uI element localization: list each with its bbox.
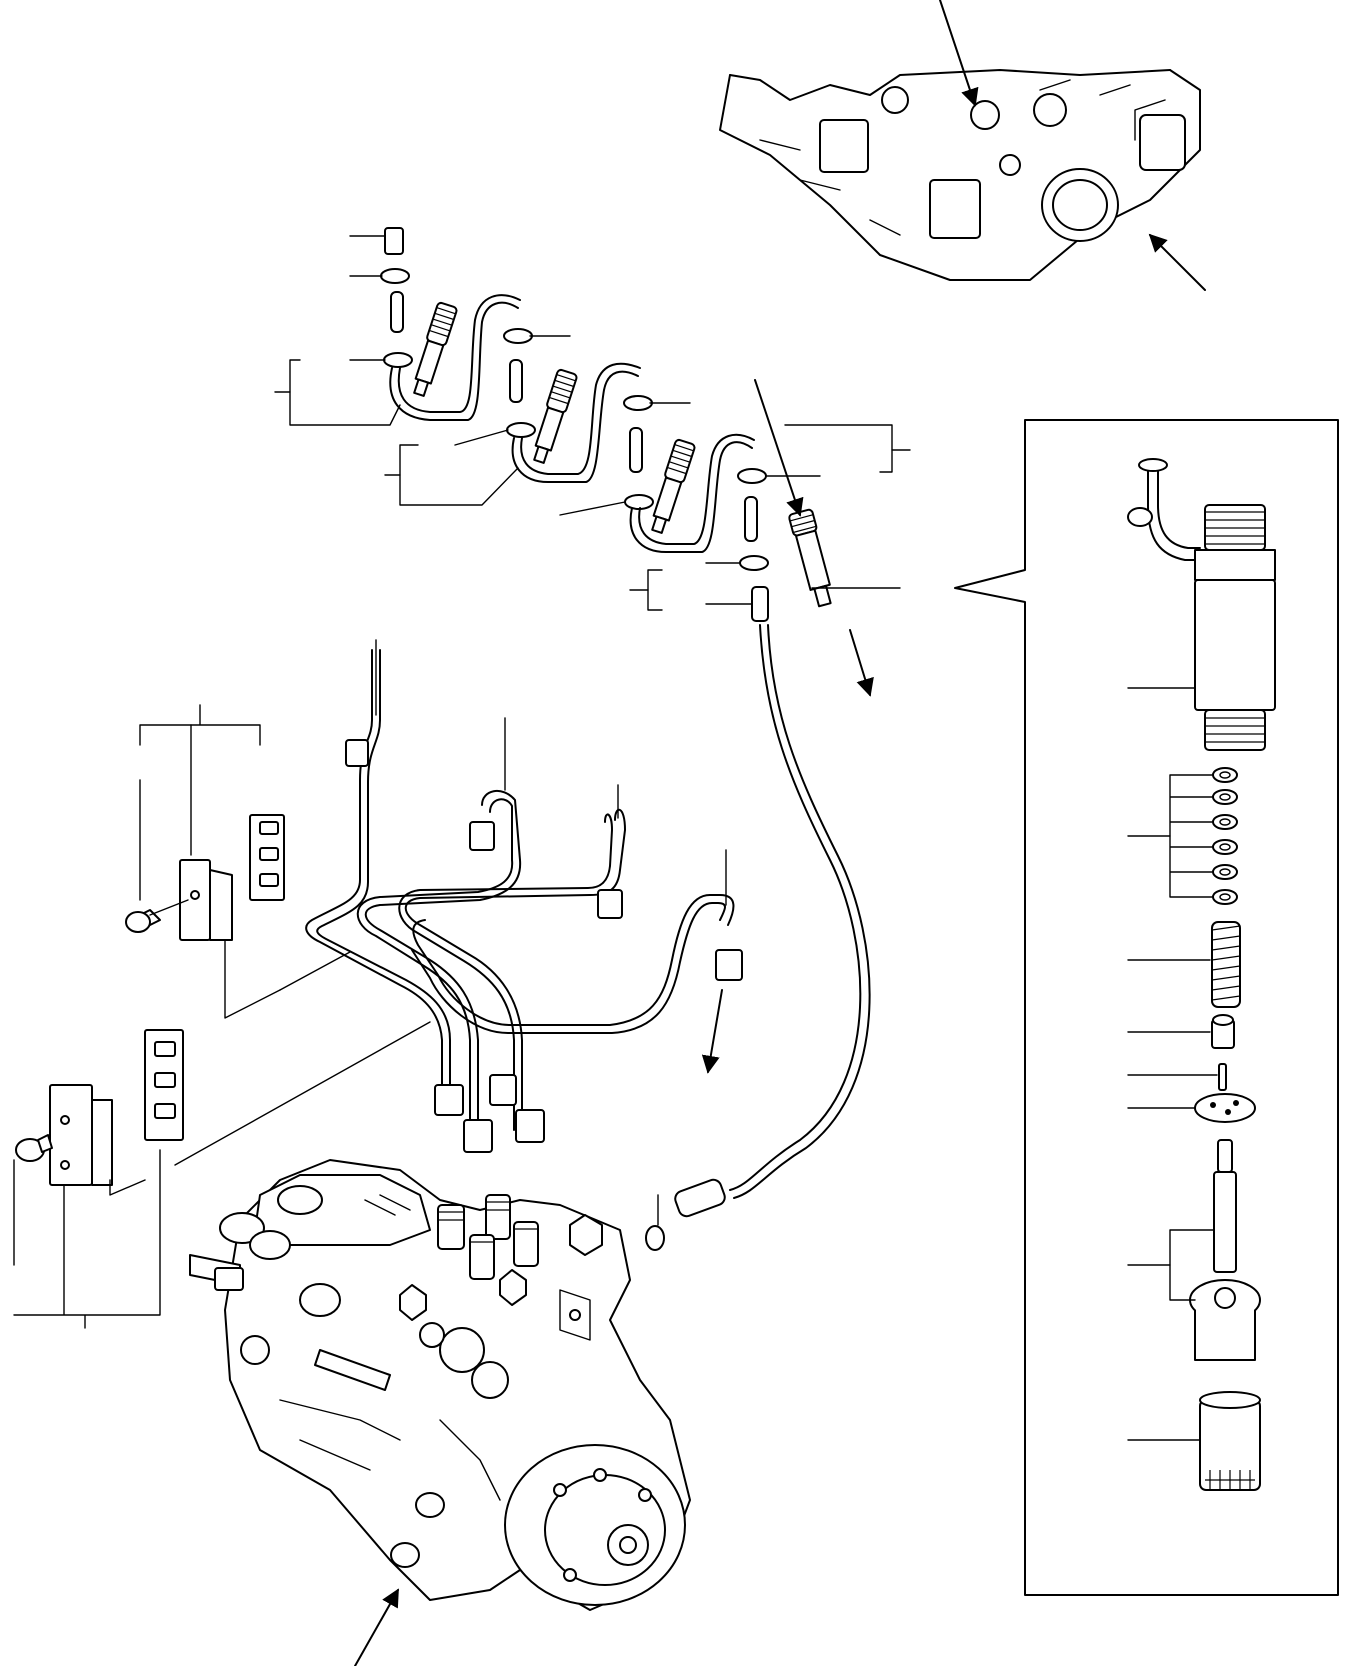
banjo-bolt-and-hose xyxy=(645,1178,726,1251)
leader-arrow xyxy=(754,379,804,517)
pipe-top-leaders xyxy=(375,639,727,906)
leader-arrow xyxy=(849,629,874,697)
leader-arrow xyxy=(354,1588,399,1666)
leader-arrow xyxy=(701,989,723,1074)
leak-off-pipe-assembly xyxy=(380,227,832,622)
cylinder-head xyxy=(719,69,1201,281)
leader-arrow xyxy=(1148,233,1206,291)
fuel-return-pipe xyxy=(729,624,862,1191)
high-pressure-pipes xyxy=(305,649,743,1153)
pipe-clamp-upper xyxy=(125,704,351,1019)
shim-stack xyxy=(1127,767,1238,905)
leader-arrow xyxy=(939,0,979,107)
pipe-clamp-lower xyxy=(13,1021,431,1329)
pipe-leader-lines xyxy=(274,235,911,611)
spring xyxy=(1127,921,1241,1008)
fuel-injection-pump xyxy=(189,1159,691,1611)
injector-detail-box xyxy=(954,419,1339,1596)
